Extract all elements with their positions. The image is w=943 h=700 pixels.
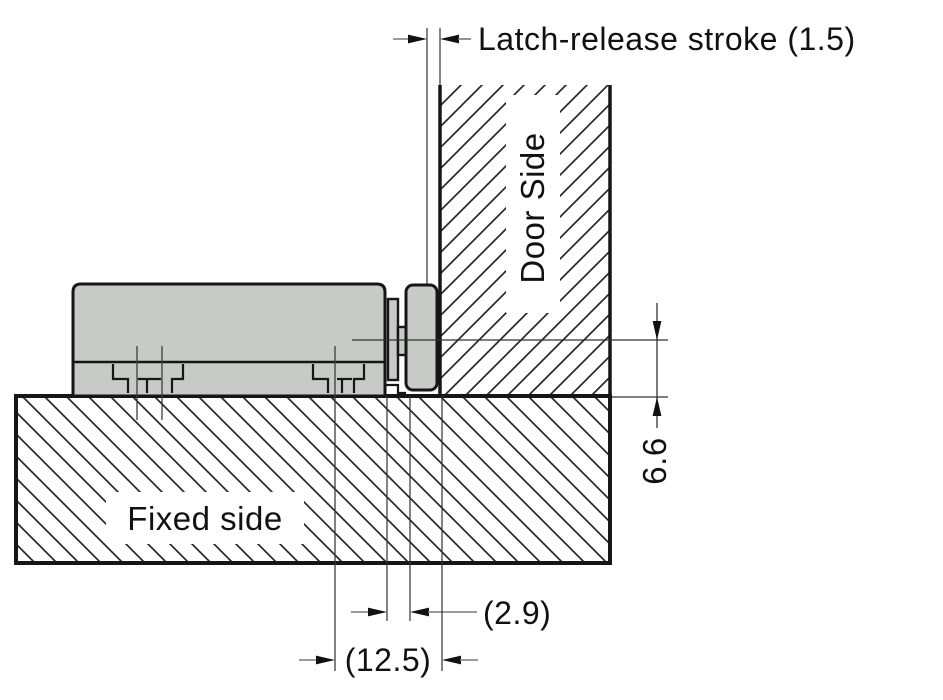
fixed-side-label-backplate bbox=[106, 492, 304, 544]
mounting-slot-left bbox=[111, 364, 185, 393]
arrow-left-icon bbox=[410, 607, 429, 617]
arrow-right-icon bbox=[316, 655, 335, 665]
door-side-label-backplate bbox=[506, 95, 560, 313]
fixed-side-label: Fixed side bbox=[127, 500, 282, 537]
latch-release-stroke-label: Latch-release stroke (1.5) bbox=[478, 21, 856, 57]
dimension-offset-12-5: (12.5) bbox=[299, 396, 478, 678]
dimension-latch-release-stroke: Latch-release stroke (1.5) bbox=[393, 21, 856, 284]
arrow-up-icon bbox=[652, 397, 662, 416]
strike-foot-step bbox=[385, 383, 406, 395]
mounting-slot-right bbox=[311, 364, 366, 393]
gap-dimension-label: (2.9) bbox=[483, 595, 551, 631]
latch-body bbox=[71, 282, 387, 398]
fixed-panel-hatch bbox=[16, 396, 610, 563]
arrow-right-icon bbox=[368, 607, 387, 617]
arrow-right-icon bbox=[408, 34, 427, 44]
door-panel: Door Side bbox=[438, 85, 612, 394]
arrow-left-icon bbox=[440, 34, 459, 44]
arrow-left-icon bbox=[442, 655, 461, 665]
dimension-height-6-6: 6.6 bbox=[636, 303, 673, 485]
screw-centerlines bbox=[136, 346, 336, 671]
strike-plate bbox=[404, 283, 439, 392]
height-dimension-label: 6.6 bbox=[636, 437, 673, 484]
offset-dimension-label: (12.5) bbox=[345, 642, 432, 678]
fixed-panel: Fixed side bbox=[14, 394, 612, 565]
door-side-label: Door Side bbox=[514, 132, 551, 283]
dimension-gap-2-9: (2.9) bbox=[351, 396, 551, 631]
arrow-down-icon bbox=[652, 321, 662, 340]
